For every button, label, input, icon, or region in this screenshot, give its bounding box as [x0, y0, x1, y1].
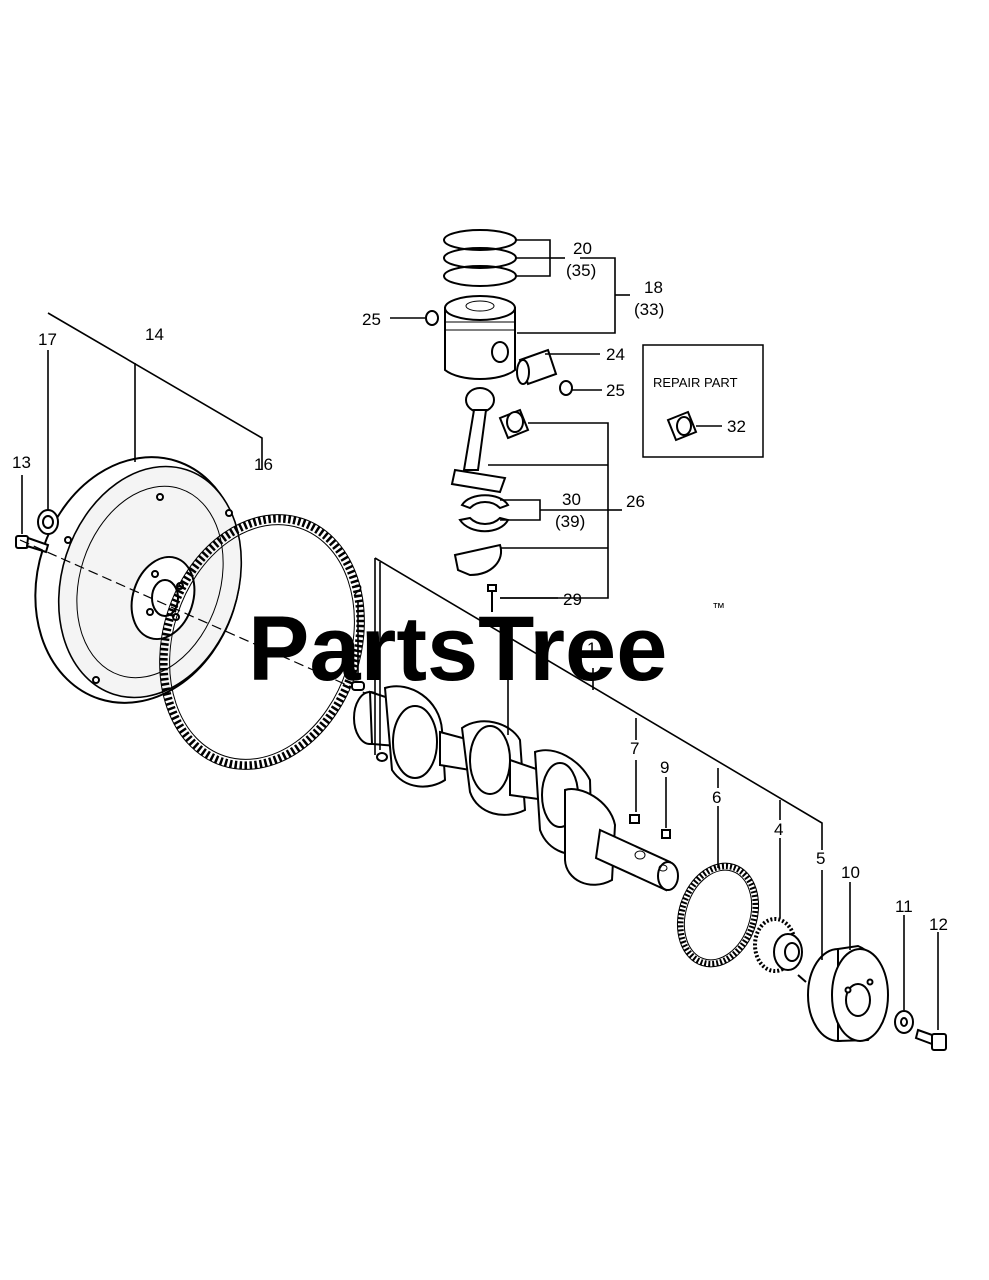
repair-part-box: REPAIR PART 32 — [642, 344, 764, 458]
key-9[interactable] — [661, 829, 671, 839]
callout-24: 24 — [606, 345, 625, 364]
key-7[interactable] — [629, 814, 640, 824]
trademark-symbol: ™ — [712, 600, 725, 615]
callout-5: 5 — [816, 849, 825, 868]
piston[interactable] — [444, 295, 516, 380]
callout-4: 4 — [774, 820, 783, 839]
callout-9: 9 — [660, 758, 669, 777]
callout-2: 2 — [353, 581, 362, 600]
callout-16: 16 — [254, 455, 273, 474]
callout-29: 29 — [563, 590, 582, 609]
watermark-text: PartsTree — [248, 598, 667, 700]
callout-18: 18 — [644, 278, 663, 297]
piston-pin[interactable] — [516, 348, 558, 386]
callout-1: 1 — [587, 639, 596, 658]
callout-26: 26 — [626, 492, 645, 511]
ring-gear[interactable] — [128, 488, 397, 796]
callout-20: 20 — [573, 239, 592, 258]
dowel-pin[interactable] — [351, 681, 388, 762]
flywheel-bolt[interactable] — [15, 535, 50, 554]
snap-ring-right[interactable] — [559, 380, 573, 396]
callout-25-left: 25 — [362, 310, 381, 329]
pulley-bolt[interactable] — [914, 1028, 947, 1051]
piston-rings[interactable] — [443, 229, 517, 287]
callout-30-alt: (39) — [555, 512, 585, 531]
key-5[interactable] — [797, 974, 807, 983]
snap-ring-left[interactable] — [425, 310, 439, 326]
repair-part-title: REPAIR PART — [653, 375, 738, 390]
callout-12: 12 — [929, 915, 948, 934]
callout-13: 13 — [12, 453, 31, 472]
callout-labels: 20 (35) 18 (33) 25 24 25 26 30 (39) 29 1… — [12, 239, 948, 934]
bearing-shells[interactable] — [458, 494, 510, 533]
callout-11: 11 — [895, 897, 913, 916]
watermark: PartsTree ™ — [248, 598, 725, 700]
small-end-bushing[interactable] — [498, 408, 530, 440]
callout-10: 10 — [841, 863, 860, 882]
callout-32: 32 — [727, 417, 746, 436]
timing-gear[interactable] — [753, 917, 803, 973]
rod-bolt[interactable] — [487, 584, 497, 612]
crankshaft-pulley[interactable] — [807, 944, 889, 1043]
leader-lines — [21, 239, 939, 1030]
flywheel[interactable] — [4, 430, 271, 730]
callout-14: 14 — [145, 325, 164, 344]
crankshaft[interactable] — [353, 685, 679, 892]
callout-7: 7 — [630, 739, 639, 758]
callout-30: 30 — [562, 490, 581, 509]
callout-18-alt: (33) — [634, 300, 664, 319]
callout-17: 17 — [38, 330, 57, 349]
connecting-rod[interactable] — [450, 387, 507, 494]
callout-20-alt: (35) — [566, 261, 596, 280]
callout-6: 6 — [712, 788, 721, 807]
crankshaft-gear[interactable] — [665, 853, 772, 978]
callout-25-right: 25 — [606, 381, 625, 400]
connecting-rod-cap[interactable] — [453, 543, 503, 577]
pulley-washer[interactable] — [894, 1010, 914, 1034]
oil-seal[interactable] — [37, 509, 59, 535]
